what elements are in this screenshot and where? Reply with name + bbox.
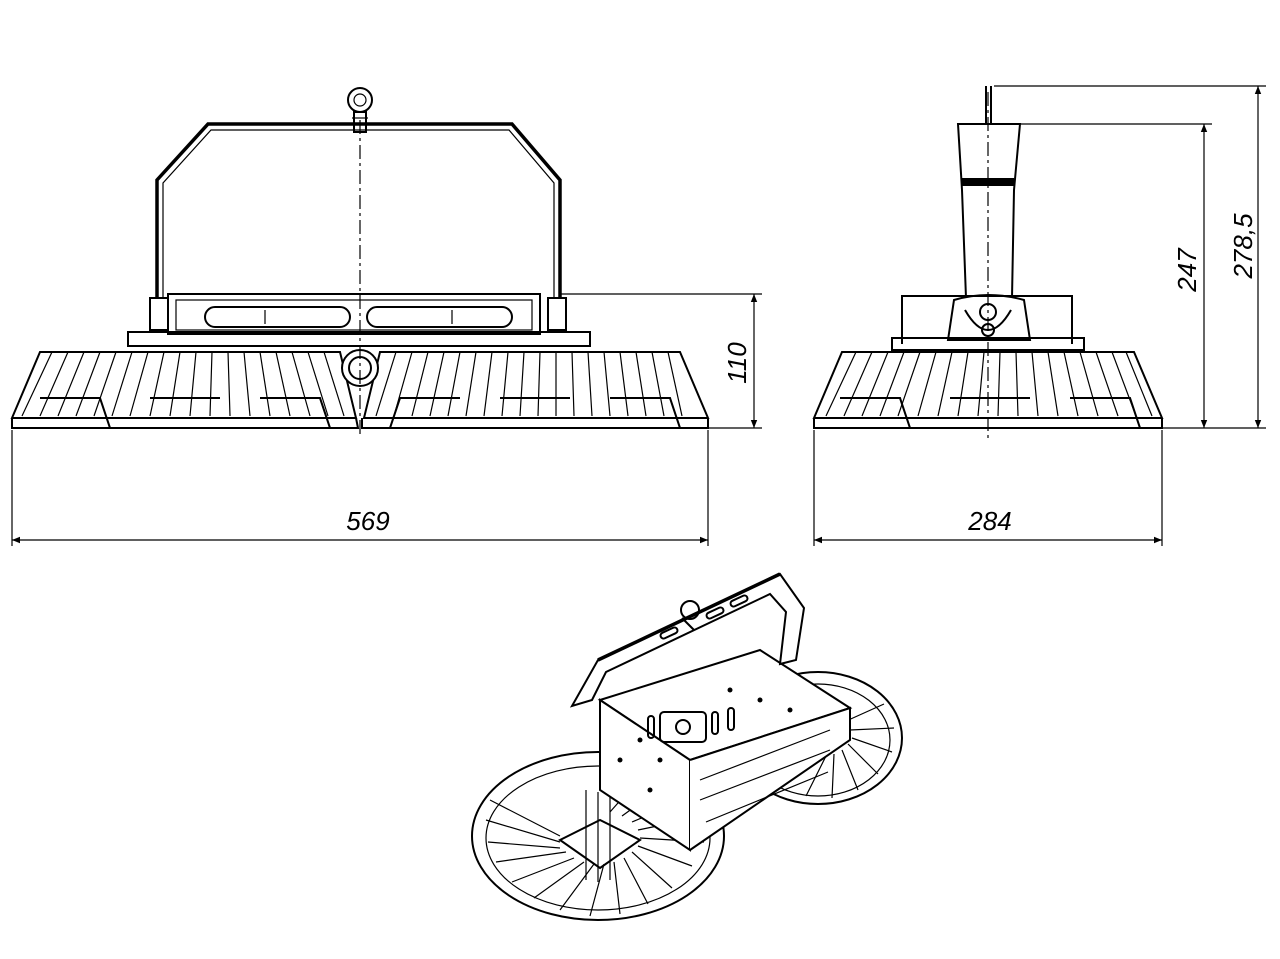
heatsink-right — [361, 351, 710, 429]
heatsink-left — [10, 351, 360, 429]
dim-front-height: 110 — [722, 342, 752, 384]
bracket-arm — [956, 123, 1022, 299]
front-view: 569 110 — [10, 87, 762, 546]
isometric-view — [471, 572, 903, 921]
dim-side-width: 284 — [967, 506, 1011, 536]
dim-side-height-body: 247 — [1172, 247, 1202, 293]
dim-side-height-total: 278,5 — [1228, 213, 1258, 280]
dim-front-width: 569 — [346, 506, 389, 536]
side-view: 284 247 278,5 — [812, 85, 1266, 546]
driver-housing — [167, 293, 541, 335]
heatsink-side — [812, 351, 1164, 429]
iso-heatsink-lower — [471, 751, 725, 921]
hanging-bracket — [155, 122, 562, 300]
